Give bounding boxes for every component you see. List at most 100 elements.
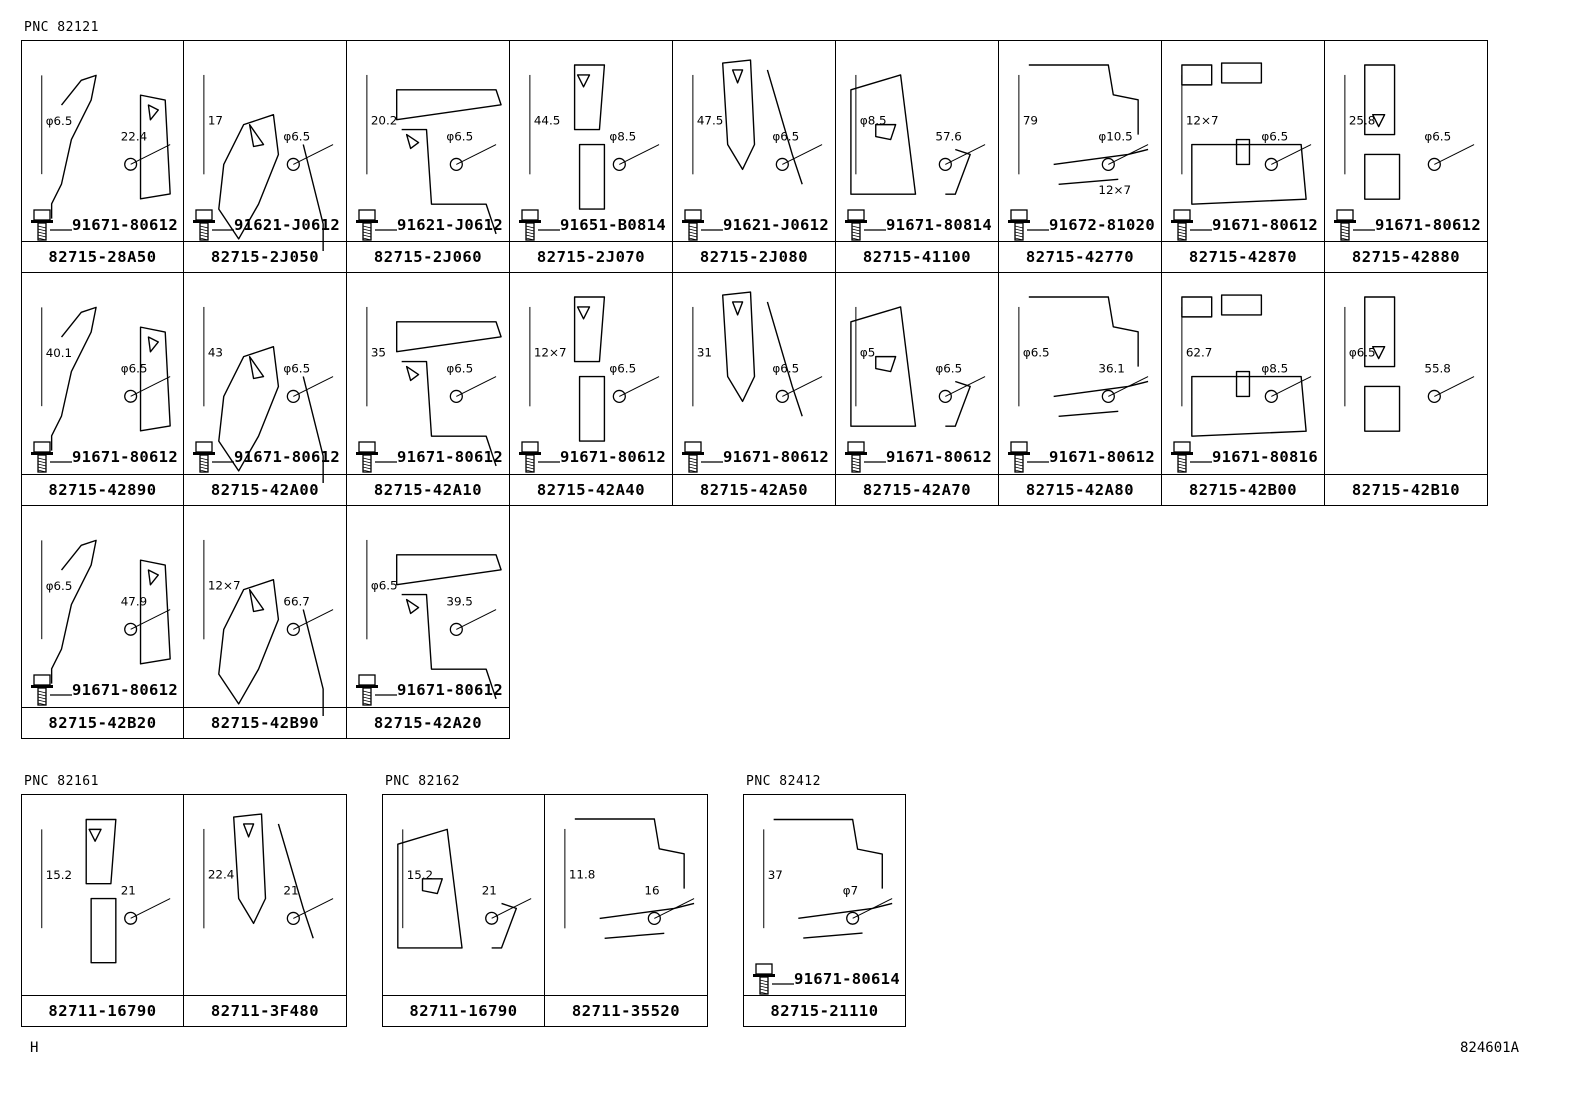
bolt-callout: 91671-80612 [353, 440, 510, 474]
bolt-part-number: 91671-80612 [234, 448, 340, 466]
pnc-label-82161: PNC 82161 [24, 774, 99, 789]
bolt-callout: 91621-J0612 [190, 208, 347, 242]
part-number: 82715-2J080 [673, 241, 835, 272]
bolt-callout: 91671-80612 [28, 208, 185, 242]
dimension-label: 22.4 [208, 868, 235, 882]
dimension-label: 79 [1023, 114, 1038, 128]
bolt-callout: 91621-J0612 [353, 208, 510, 242]
bolt-icon [1008, 441, 1049, 473]
bolt-callout: 91651-B0814 [516, 208, 673, 242]
part-illustration: 25.8φ6.5 [1344, 64, 1475, 200]
bolt-callout: 91671-80612 [516, 440, 673, 474]
part-number: 82715-42A40 [510, 474, 672, 505]
dimension-label: φ6.5 [121, 362, 148, 376]
dimension-label: 43 [208, 346, 223, 360]
bolt-callout: 91671-80612 [1331, 208, 1488, 242]
bolt-part-number: 91671-80612 [723, 448, 829, 466]
bolt-part-number: 91621-J0612 [234, 216, 340, 234]
dimension-label: 16 [644, 884, 659, 898]
dimension-label: 21 [482, 884, 497, 898]
part-cell: 15.2 21 82711-16790 [382, 794, 545, 1027]
dimension-label: 40.1 [46, 346, 72, 360]
dimension-label: φ6.5 [371, 579, 398, 593]
dimension-label: 35 [371, 346, 386, 360]
dimension-label: 15.2 [407, 868, 433, 882]
part-number: 82711-3F480 [184, 995, 346, 1026]
dimension-label: 12×7 [534, 346, 567, 360]
part-number: 82715-2J070 [510, 241, 672, 272]
part-illustration: φ8.557.6 [850, 74, 986, 195]
part-illustration: 12×766.7 [203, 539, 334, 716]
part-illustration: 40.1 φ6.5 [41, 306, 171, 451]
dimension-label: 17 [208, 114, 223, 128]
bolt-callout: 91671-80612 [190, 440, 347, 474]
part-illustration: 31 φ6.5 [692, 291, 823, 417]
dimension-label: φ6.5 [609, 362, 636, 376]
bolt-part-number: 91671-80612 [72, 216, 178, 234]
bolt-icon [356, 441, 397, 473]
part-number: 82711-16790 [22, 995, 183, 1026]
footer-drawing-number: 824601A [1460, 1040, 1520, 1056]
dimension-label: φ5 [860, 346, 875, 360]
bolt-part-number: 91671-80612 [1375, 216, 1481, 234]
bolt-part-number: 91671-80612 [72, 448, 178, 466]
bolt-part-number: 91671-80612 [560, 448, 666, 466]
bolt-icon [682, 441, 723, 473]
part-number: 82715-42B00 [1162, 474, 1324, 505]
bolt-part-number: 91651-B0814 [560, 216, 666, 234]
dimension-label: 55.8 [1424, 362, 1451, 376]
part-number: 82715-42870 [1162, 241, 1324, 272]
part-number: 82715-42A20 [347, 707, 509, 738]
part-illustration: 44.5φ8.5 [529, 64, 660, 210]
dimension-label: 39.5 [446, 595, 473, 609]
part-number: 82715-28A50 [22, 241, 183, 272]
part-number: 82711-35520 [545, 995, 707, 1026]
dimension-label: 36.1 [1098, 362, 1125, 376]
dimension-label: φ6.5 [46, 579, 73, 593]
bolt-callout: 91671-80816 [1168, 440, 1325, 474]
dimension-label: φ10.5 [1098, 130, 1132, 144]
dimension-label: φ7 [843, 884, 858, 898]
dimension-label: 31 [697, 346, 712, 360]
dimension-label: φ6.5 [446, 130, 473, 144]
dimension-label: 66.7 [283, 595, 310, 609]
part-illustration: 12×7 φ6.5 [529, 296, 660, 442]
dimension-label: φ6.5 [446, 362, 473, 376]
bolt-part-number: 91671-80614 [794, 970, 900, 988]
part-illustration: φ6.536.1 [1018, 296, 1149, 417]
part-number: 82715-2J060 [347, 241, 509, 272]
dimension-label: 15.2 [46, 868, 72, 882]
bolt-callout: 91671-80614 [750, 962, 907, 996]
bolt-icon [193, 441, 234, 473]
dimension-label: 22.4 [121, 130, 147, 144]
dimension-label: φ6.5 [772, 130, 799, 144]
part-illustration: 11.816 [564, 818, 695, 939]
dimension-label: 47.9 [121, 595, 147, 609]
bolt-callout: 91671-80612 [353, 673, 510, 707]
part-cell: φ6.5 22.4 91671-80612 82715-28A50 [21, 40, 184, 273]
part-number: 82715-42B90 [184, 707, 346, 738]
part-illustration: 20.2φ6.5 [366, 74, 502, 235]
bolt-part-number: 91671-80612 [72, 681, 178, 699]
part-number: 82711-16790 [383, 995, 544, 1026]
bolt-callout: 91621-J0612 [679, 208, 836, 242]
bolt-part-number: 91671-80612 [1212, 216, 1318, 234]
bolt-part-number: 91621-J0612 [397, 216, 503, 234]
dimension-label: φ6.5 [772, 362, 799, 376]
part-number: 82715-42A10 [347, 474, 509, 505]
bolt-callout: 91671-80612 [842, 440, 999, 474]
part-illustration: φ6.5 22.4 [41, 74, 171, 219]
pnc-label-82162: PNC 82162 [385, 774, 460, 789]
bolt-part-number: 91672-81020 [1049, 216, 1155, 234]
dimension-label: φ6.5 [46, 114, 73, 128]
